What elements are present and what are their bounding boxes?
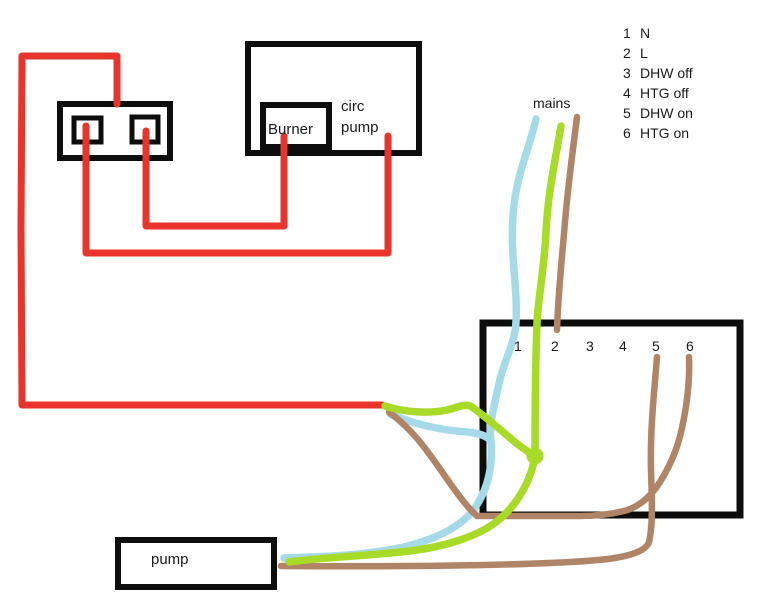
burner-box [260,102,332,150]
legend-num: 4 [623,85,631,101]
brown-wire-terminal5-to-pump [277,353,661,570]
burner-label: Burner [268,121,313,138]
green-wire-to-pump [285,452,539,566]
blue-wire-mains-to-pump [280,115,540,562]
legend-label: DHW off [640,65,693,81]
boiler-box [245,41,422,156]
terminal-number-5: 5 [652,338,660,354]
legend-label: HTG off [640,85,689,101]
terminal-number-2: 2 [551,338,559,354]
red-wire-burner [142,127,288,230]
legend-label: L [640,45,648,61]
terminal-number-3: 3 [586,338,594,354]
pump-box [115,537,277,590]
legend-num: 1 [623,25,631,41]
circ-pump-label-line1: circ [341,98,365,115]
terminal-number-6: 6 [686,338,694,354]
legend-label: DHW on [640,105,693,121]
legend-num: 5 [623,105,631,121]
legend: 1 N 2 L 3 DHW off 4 HTG off 5 DHW on 6 H… [623,25,693,141]
green-wire-mains [531,122,565,460]
circ-pump-label-line2: pump [341,119,379,136]
legend-num: 2 [623,45,631,61]
green-junction-dot [526,447,544,465]
red-wire-circ-pump [82,122,392,257]
legend-label: N [640,25,650,41]
blue-wire-junction-branch [386,410,495,445]
red-wire-loop-to-junction [17,52,386,409]
terminal-number-4: 4 [619,338,627,354]
green-wire-junction-branch [381,401,539,460]
legend-num: 3 [623,65,631,81]
pump-label: pump [151,551,189,568]
brown-wire-mains [553,113,581,334]
brown-wire-terminal6-to-junction [385,353,693,520]
mains-label: mains [533,95,570,111]
terminal-number-1: 1 [514,338,522,354]
legend-label: HTG on [640,125,689,141]
terminal-numbers: 1 2 3 4 5 6 [514,338,694,354]
legend-num: 6 [623,125,631,141]
